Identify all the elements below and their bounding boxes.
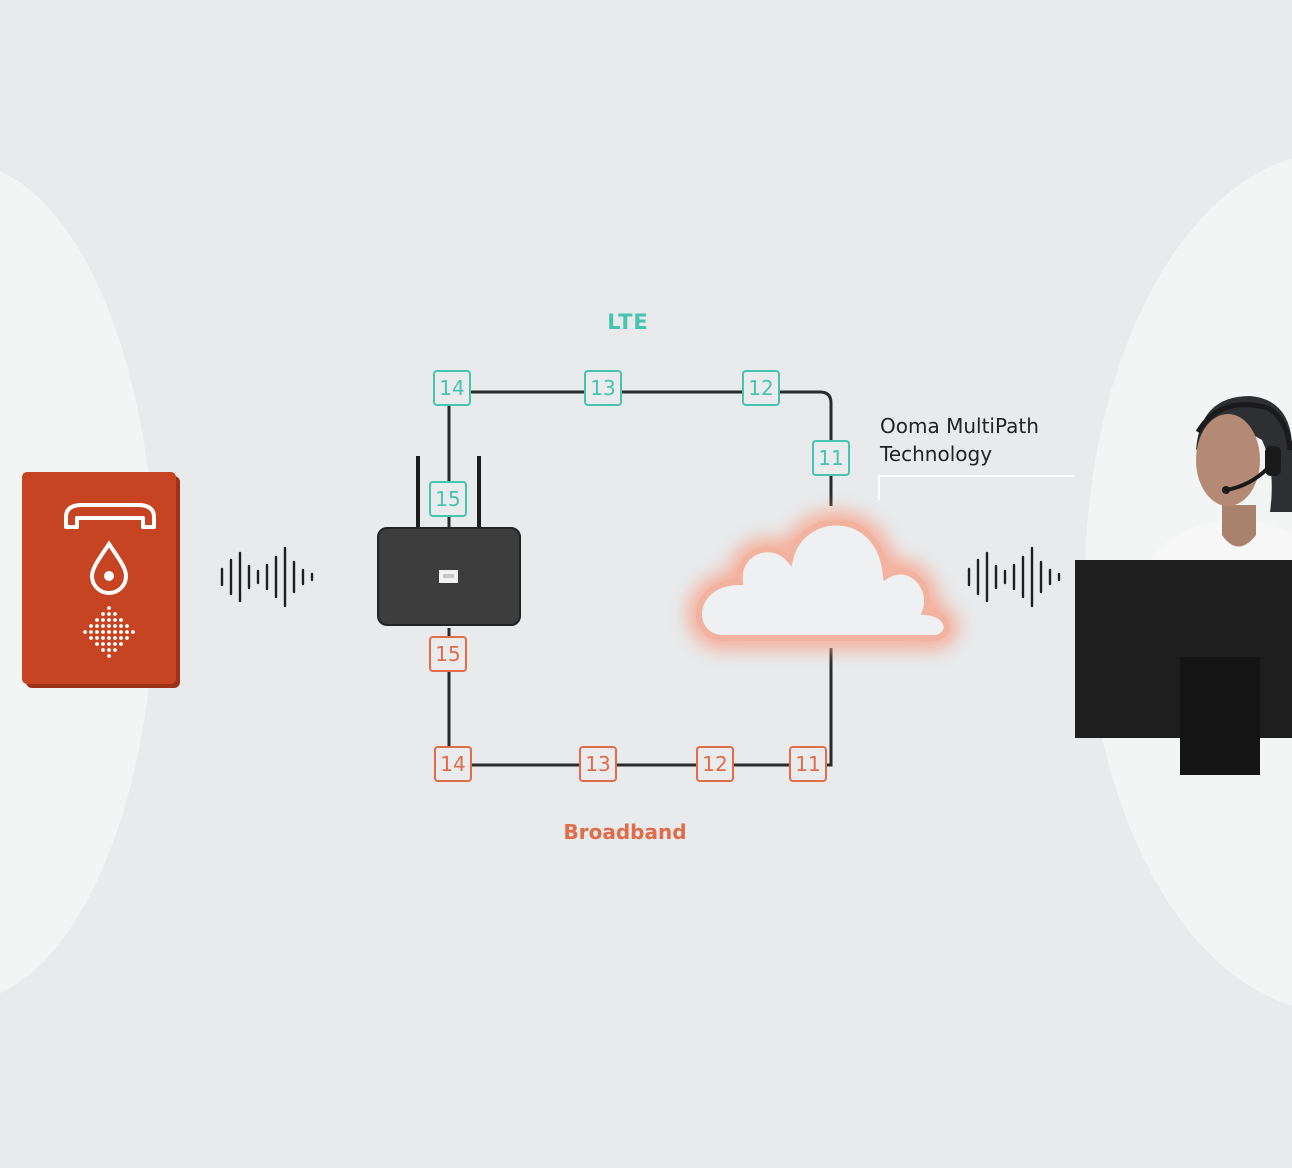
panel-body xyxy=(22,472,176,684)
grille-dot xyxy=(119,630,123,634)
broadband-hop-14: 14 xyxy=(434,746,472,782)
grille-dot xyxy=(125,624,129,628)
lte-hop-15: 15 xyxy=(429,481,467,517)
grille-dot xyxy=(113,648,117,652)
lte-hop-12: 12 xyxy=(742,370,780,406)
monitor-stand xyxy=(1180,657,1260,775)
grille-dot xyxy=(131,630,135,634)
grille-dot xyxy=(113,618,117,622)
broadband-hop-13: 13 xyxy=(579,746,617,782)
lte-hop-13: 13 xyxy=(584,370,622,406)
grille-dot xyxy=(89,636,93,640)
grille-dot xyxy=(119,624,123,628)
lte-hop-11: 11 xyxy=(812,440,850,476)
grille-dot xyxy=(107,612,111,616)
lte-hop-14: 14 xyxy=(433,370,471,406)
grille-dot xyxy=(101,612,105,616)
broadband-hop-12: 12 xyxy=(696,746,734,782)
grille-dot xyxy=(119,642,123,646)
grille-dot xyxy=(107,618,111,622)
grille-dot xyxy=(89,630,93,634)
agent-shoulders xyxy=(1150,522,1292,560)
grille-dot xyxy=(113,624,117,628)
multipath-label-line-1: Ooma MultiPath xyxy=(880,414,1039,438)
agent-headset-earpiece xyxy=(1265,446,1281,476)
grille-dot xyxy=(95,636,99,640)
grille-dot xyxy=(101,636,105,640)
grille-dot xyxy=(101,648,105,652)
sound-wave-left xyxy=(220,546,314,608)
grille-dot xyxy=(95,624,99,628)
grille-dot xyxy=(125,636,129,640)
cloud-outline xyxy=(696,519,950,642)
grille-dot xyxy=(89,624,93,628)
water-drop-icon xyxy=(89,540,129,595)
speaker-grille-icon xyxy=(83,606,135,658)
grille-dot xyxy=(95,642,99,646)
grille-dot xyxy=(107,624,111,628)
broadband-hop-11: 11 xyxy=(789,746,827,782)
multipath-technology-label: Ooma MultiPath Technology xyxy=(880,412,1100,468)
multipath-label-line-2: Technology xyxy=(880,442,993,466)
sound-wave-right xyxy=(967,546,1061,608)
grille-dot xyxy=(125,630,129,634)
grille-dot xyxy=(83,630,87,634)
multipath-callout-line xyxy=(878,475,1075,500)
call-center-agent-icon xyxy=(1150,396,1292,560)
grille-dot xyxy=(113,636,117,640)
grille-dot xyxy=(119,636,123,640)
lte-path xyxy=(449,390,833,506)
grille-dot xyxy=(107,654,111,658)
agent-headset-band xyxy=(1195,402,1292,451)
grille-dot xyxy=(113,630,117,634)
grille-dot xyxy=(95,618,99,622)
grille-dot xyxy=(107,606,111,610)
grille-dot xyxy=(101,624,105,628)
grille-dot xyxy=(107,642,111,646)
emergency-call-panel xyxy=(22,472,180,688)
phone-handset-icon xyxy=(64,503,156,529)
broadband-path xyxy=(447,628,833,767)
monitor-icon xyxy=(1075,560,1292,775)
grille-dot xyxy=(107,648,111,652)
agent-neck xyxy=(1222,505,1256,547)
broadband-hop-15: 15 xyxy=(429,636,467,672)
grille-dot xyxy=(101,618,105,622)
grille-dot xyxy=(113,612,117,616)
grille-dot xyxy=(101,642,105,646)
lte-label: LTE xyxy=(607,310,649,334)
broadband-label: Broadband xyxy=(563,820,687,844)
grille-dot xyxy=(101,630,105,634)
grille-dot xyxy=(107,636,111,640)
grille-dot xyxy=(95,630,99,634)
grille-dot xyxy=(113,642,117,646)
cloud-icon xyxy=(688,511,958,649)
grille-dot xyxy=(119,618,123,622)
grille-dot xyxy=(107,630,111,634)
agent-headset-mic xyxy=(1225,466,1270,492)
router-icon xyxy=(377,456,521,626)
